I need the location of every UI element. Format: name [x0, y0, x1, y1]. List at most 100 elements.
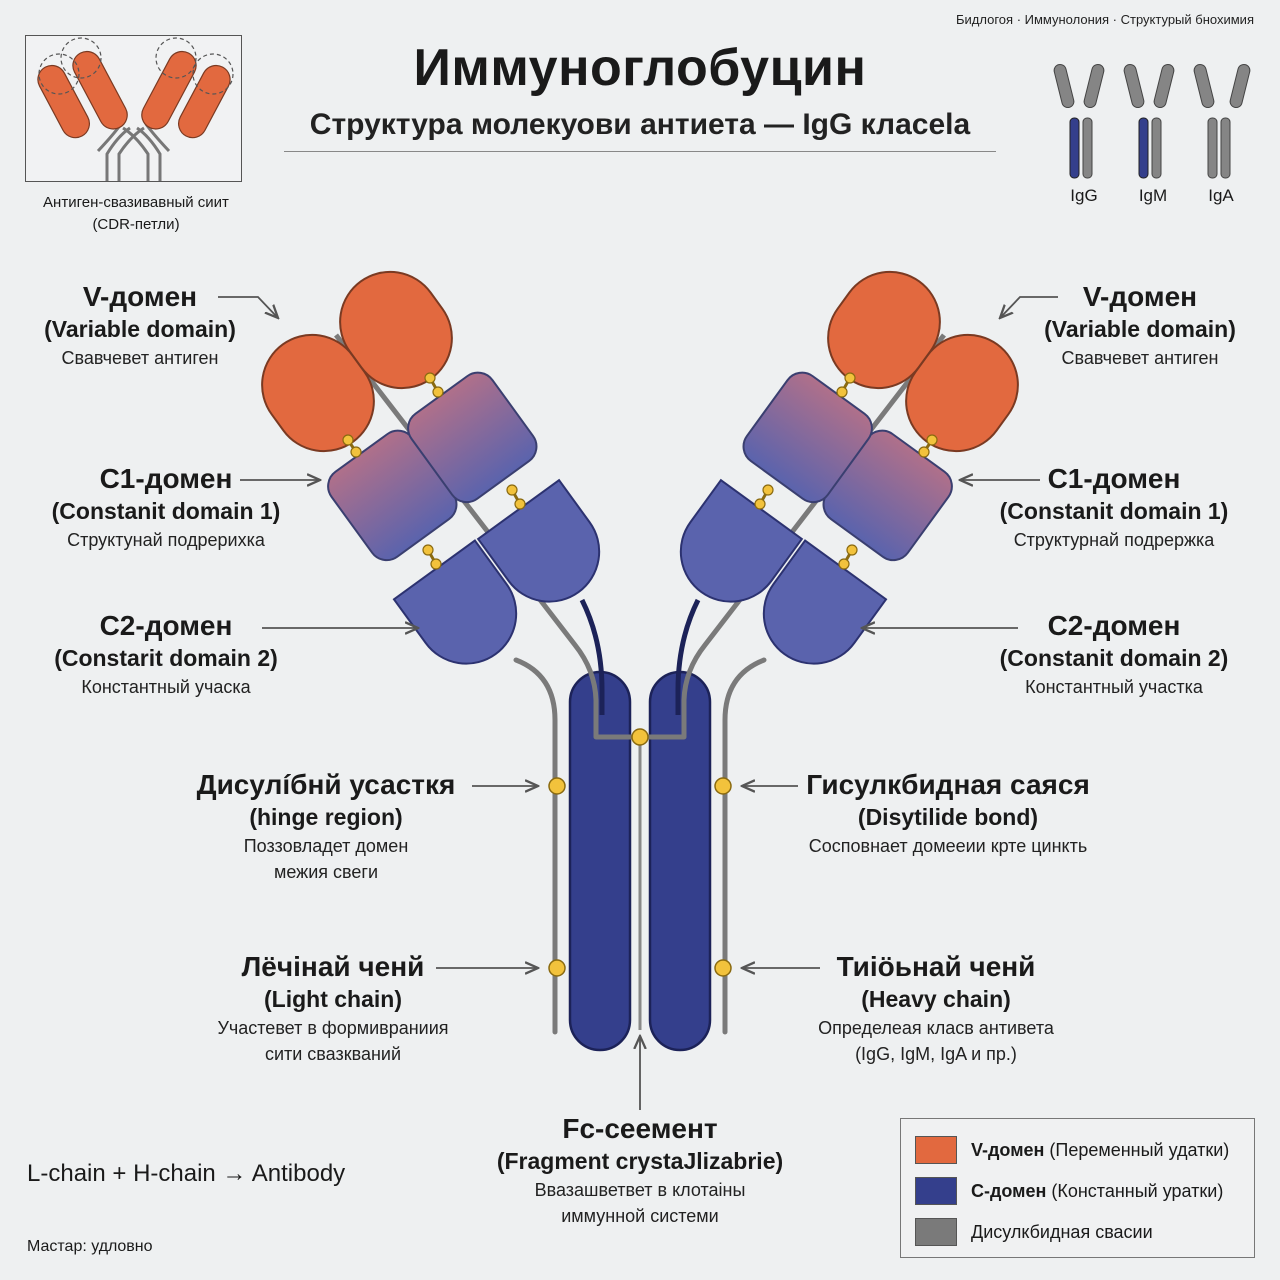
disulfide-bonds	[342, 372, 938, 570]
label-title: V-домен	[1082, 281, 1198, 312]
label-desc-line2: межия свеги	[273, 862, 379, 882]
class-label-igg: IgG	[1070, 186, 1098, 205]
label-title: Тиiöьнай ченй	[836, 951, 1036, 982]
label-disulfide-bond: Гисулкбидная саяся (Disytilide bond) Сос…	[762, 768, 1134, 859]
legend: V-домен (Переменный удатки) C-домен (Кон…	[900, 1118, 1255, 1258]
light-chain-line-right	[722, 657, 767, 1035]
breadcrumb: Бидлогоя · Иммунолония · Структурый бнох…	[956, 12, 1254, 27]
label-c1-domain-left: C1-домен (Constanit domain 1) Структунай…	[36, 462, 296, 553]
legend-item-v-domain: V-домен (Переменный удатки)	[915, 1136, 1230, 1164]
page-subtitle: Структура молекуови антиета — IgG клacel…	[309, 108, 971, 141]
right-inner-c2-domain	[679, 478, 804, 603]
antibody-class-icons	[1053, 63, 1251, 179]
arrow-v-right	[1000, 296, 1058, 318]
label-title: V-домен	[82, 281, 198, 312]
label-subtitle: (Disytilide bond)	[857, 804, 1039, 830]
label-c1-domain-right: C1-домен (Constanit domain 1) Структурна…	[984, 462, 1244, 553]
fc-heavy-chain-right	[648, 670, 712, 1052]
fc-heavy-chain-left	[568, 670, 632, 1052]
igm-class-icon	[1123, 63, 1175, 179]
hinge-chain-line-left	[334, 333, 640, 740]
class-label-igm: IgM	[1138, 186, 1168, 205]
label-desc: Свавчевет антиген	[61, 348, 219, 368]
label-desc: Константный учаска	[81, 677, 251, 697]
label-c2-domain-right: C2-домен (Constanit domain 2) Констaнтны…	[984, 609, 1244, 700]
legend-item-c-domain: C-домен (Констанный уратки)	[915, 1177, 1224, 1205]
bond-left-outer-v-c1	[342, 434, 362, 458]
label-desc-line1: Поззовладет домен	[243, 836, 409, 856]
label-title: C2-домен	[99, 610, 233, 641]
label-light-chain: Лёчiнай ченй (Light chain) Участевет в ф…	[178, 950, 488, 1067]
label-title: C1-домен	[99, 463, 233, 494]
label-hinge-region: Дисулíбнй усасткя (hinge region) Поззовл…	[176, 768, 476, 885]
bond-right-outer-c1-c2	[838, 544, 858, 570]
label-subtitle: (Constanit domain 1)	[999, 498, 1229, 524]
label-desc-line2: (IgG, IgM, IgA и пр.)	[855, 1044, 1017, 1064]
inset-caption-line1: Антиген-свазивавный сиит	[43, 194, 229, 211]
hinge-bond-dot	[631, 728, 649, 746]
label-desc: Структурнай подрержка	[1013, 530, 1215, 550]
label-desc: Сосповнает домееии крте цинкть	[808, 836, 1088, 856]
inner-connector-left	[579, 598, 605, 715]
inset-caption-line2: (CDR-петли)	[92, 216, 180, 233]
label-title: C2-домен	[1047, 610, 1181, 641]
label-subtitle: (Constanit domain 2)	[999, 645, 1229, 671]
inset-antibody-illustration	[37, 37, 234, 181]
label-desc-line2: иммунной системи	[561, 1206, 719, 1226]
label-subtitle: (Constarit domain 2)	[54, 645, 278, 671]
arrow-v-left	[218, 296, 278, 318]
light-chain-bond-dot-upper-left	[548, 777, 566, 795]
leader-arrows	[218, 296, 1058, 1110]
label-title: Дисулíбнй усасткя	[196, 769, 456, 800]
class-label-iga: IgA	[1208, 186, 1234, 205]
hinge-chain-line-right	[640, 333, 946, 740]
heavy-chain-bond-dot-upper-right	[714, 777, 732, 795]
label-title: Fc-сеемент	[562, 1113, 718, 1144]
label-c2-domain-left: C2-домен (Constarit domain 2) Константны…	[36, 609, 296, 700]
label-subtitle: (Variable domain)	[1044, 316, 1236, 342]
bond-right-inner-c1-c2	[754, 484, 774, 510]
label-desc: Структунай подрерихка	[67, 530, 265, 550]
label-title: Лёчiнай ченй	[241, 951, 425, 982]
label-subtitle: (Light chain)	[264, 986, 402, 1012]
label-heavy-chain: Тиiöьнай ченй (Heavy chain) Определеая к…	[786, 950, 1086, 1067]
legend-bold: V-домен	[971, 1139, 1045, 1160]
left-outer-c2-domain	[392, 539, 518, 665]
label-desc: Свавчевет антиген	[1061, 348, 1219, 368]
footnote: Мастар: удлoвно	[27, 1238, 153, 1255]
label-desc: Констaнтный участка	[1025, 677, 1203, 697]
bond-left-inner-c1-c2	[506, 484, 526, 510]
antigen-binding-inset	[25, 35, 242, 182]
bond-right-inner-v-c1	[836, 372, 856, 398]
legend-item-disulfide: Дисулкбидная свасии	[915, 1218, 1153, 1246]
label-fc-segment: Fc-сеемент (Fragment crystaJlizabrie) Вв…	[460, 1112, 820, 1229]
legend-swatch-c-domain	[915, 1177, 957, 1205]
inner-connector-right	[675, 598, 701, 715]
legend-swatch-v-domain	[915, 1136, 957, 1164]
left-inner-c2-domain	[476, 478, 601, 603]
right-outer-c2-domain	[762, 539, 888, 665]
light-chain-bond-dot-lower-left	[548, 959, 566, 977]
label-subtitle: (hinge region)	[249, 804, 403, 830]
bond-right-outer-v-c1	[918, 434, 938, 458]
label-desc-line2: сити свазкваний	[264, 1044, 402, 1064]
inset-caption: Антиген-свазивавный сиит (CDR-петли)	[12, 192, 260, 236]
label-title: C1-домен	[1047, 463, 1181, 494]
legend-text: (Констанный уратки)	[1046, 1180, 1224, 1201]
legend-bold: C-домен	[971, 1180, 1047, 1201]
heavy-chain-bond-dot-lower-right	[714, 959, 732, 977]
igg-class-icon	[1053, 63, 1105, 179]
label-subtitle: (Variable domain)	[44, 316, 236, 342]
label-subtitle: (Constanit domain 1)	[51, 498, 281, 524]
label-v-domain-right: V-домен (Variable domain) Свавчевет анти…	[1030, 280, 1250, 371]
label-desc-line1: Определеая клaсв антивета	[818, 1018, 1054, 1038]
page-title: Иммуноглобуцин	[413, 39, 867, 97]
label-subtitle: (Heavy chain)	[861, 986, 1011, 1012]
label-v-domain-left: V-домен (Variable domain) Свавчевет анти…	[30, 280, 250, 371]
iga-class-icon	[1193, 63, 1251, 179]
title-divider	[284, 151, 996, 152]
label-subtitle: (Fragment crystaJlizabrie)	[496, 1148, 784, 1174]
legend-text: (Переменный удатки)	[1044, 1139, 1230, 1160]
legend-swatch-disulfide	[915, 1218, 957, 1246]
